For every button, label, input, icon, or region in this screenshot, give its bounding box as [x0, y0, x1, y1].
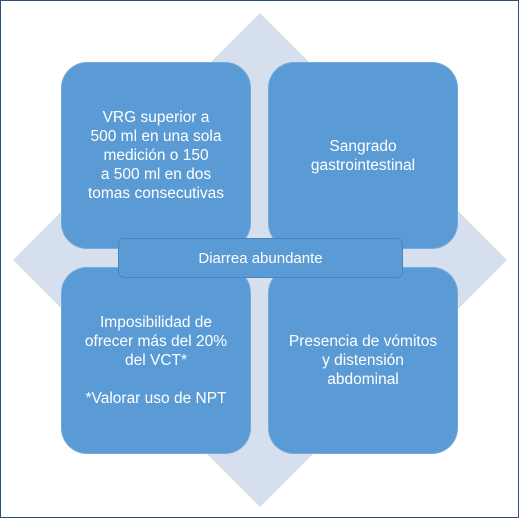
tile-bottom-left: Imposibilidad de ofrecer más del 20% del… — [61, 267, 251, 454]
tile-top-left: VRG superior a 500 ml en una sola medici… — [61, 62, 251, 249]
tile-top-right: Sangrado gastrointestinal — [268, 62, 458, 249]
center-label: Diarrea abundante — [118, 238, 403, 278]
tile-bottom-right: Presencia de vómitos y distensión abdomi… — [268, 267, 458, 454]
